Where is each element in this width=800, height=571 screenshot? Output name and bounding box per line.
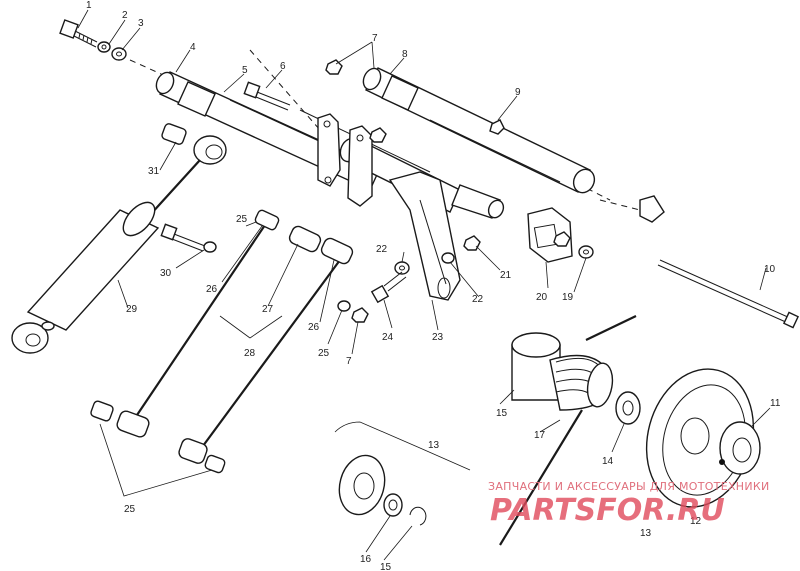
spacer-part-31: [161, 123, 187, 145]
small-wheel-part-13: [338, 454, 386, 516]
left-bracket-plate: [317, 113, 341, 187]
callout-26b: 26: [308, 322, 320, 333]
hub-part-11: [719, 421, 761, 475]
callout-29: 29: [126, 304, 138, 315]
callout-3: 3: [138, 18, 144, 29]
callout-8: 8: [402, 49, 408, 60]
idler-wheel-part-13: [645, 368, 755, 508]
washer-part-14: [615, 391, 641, 425]
spring-part-17: [499, 315, 637, 546]
right-bracket-plate: [347, 125, 373, 207]
nut-part-7-top: [325, 59, 343, 75]
callout-25c: 25: [124, 504, 136, 515]
callout-13a: 13: [428, 440, 440, 451]
washer-part-25b: [337, 300, 351, 312]
bushing-part-27: [288, 225, 322, 253]
callout-22b: 22: [472, 294, 484, 305]
callout-23: 23: [432, 332, 444, 343]
grease-fitting-part-9: [489, 119, 505, 135]
shock-absorber-part-29: [11, 201, 160, 354]
rear-axle-tube: [362, 67, 596, 194]
callout-5: 5: [242, 65, 248, 76]
bolt-part-1: [59, 19, 98, 48]
callout-25b: 25: [318, 348, 330, 359]
spring-sleeve-part-15: [511, 332, 561, 401]
callout-31: 31: [148, 166, 160, 177]
callout-20: 20: [536, 292, 548, 303]
rear-arm-part-23: [388, 171, 461, 301]
callout-15: 15: [496, 408, 508, 419]
callout-9: 9: [515, 87, 521, 98]
callout-16: 16: [360, 554, 372, 565]
bearing-part-16: [383, 493, 403, 517]
callout-11: 11: [770, 398, 781, 409]
callout-13b: 13: [640, 528, 652, 539]
washer-part-22a: [394, 261, 410, 275]
callout-24: 24: [382, 332, 394, 343]
shock-eye-top: [193, 135, 227, 165]
washer-part-22b: [441, 252, 455, 264]
callout-6: 6: [280, 61, 286, 72]
bushing-part-25c-left: [90, 400, 150, 438]
callout-30: 30: [160, 268, 172, 279]
callout-12: 12: [690, 516, 702, 527]
bolt-part-30: [160, 223, 217, 253]
callout-21: 21: [500, 270, 512, 281]
washer-part-2: [97, 41, 111, 53]
callout-7a: 7: [372, 33, 378, 44]
link-rod-part-28: [134, 224, 341, 451]
callout-27: 27: [262, 304, 274, 315]
long-bolt-part-10: [639, 195, 799, 329]
callout-4: 4: [190, 42, 196, 53]
watermark-logo: PARTSFOR.RU: [490, 493, 725, 528]
watermark: ЗАПЧАСТИ И АКСЕССУАРЫ ДЛЯ МОТОТЕХНИКИ PA…: [488, 480, 770, 528]
callout-22a: 22: [376, 244, 388, 255]
callout-17: 17: [534, 430, 546, 441]
callout-15b: 15: [380, 562, 392, 571]
callout-26a: 26: [206, 284, 218, 295]
bushing-part-25c-right: [178, 438, 226, 474]
bushing-part-26b: [320, 237, 354, 265]
callout-2: 2: [122, 10, 128, 21]
bolt-part-6: [243, 81, 291, 111]
bolt-part-24: [370, 271, 407, 304]
snap-ring-part-15b: [409, 506, 427, 526]
washer-part-19: [578, 245, 594, 259]
bracket-part-20: [527, 207, 573, 263]
callout-25a: 25: [236, 214, 248, 225]
callout-1: 1: [86, 0, 92, 11]
callout-10: 10: [764, 264, 776, 275]
callout-7b: 7: [346, 356, 352, 367]
callout-28: 28: [244, 348, 256, 359]
bushing-part-26a: [254, 209, 280, 231]
callout-labels: 1 2 3 4 5 6 7 8 9 31 25 22 21 22 20 19 1…: [86, 0, 781, 571]
watermark-tagline: ЗАПЧАСТИ И АКСЕССУАРЫ ДЛЯ МОТОТЕХНИКИ: [488, 480, 770, 493]
callout-14: 14: [602, 456, 614, 467]
washer-part-3: [111, 47, 127, 61]
callout-19: 19: [562, 292, 574, 303]
nut-part-7-bracket: [369, 127, 387, 143]
nut-part-7b: [351, 307, 369, 323]
